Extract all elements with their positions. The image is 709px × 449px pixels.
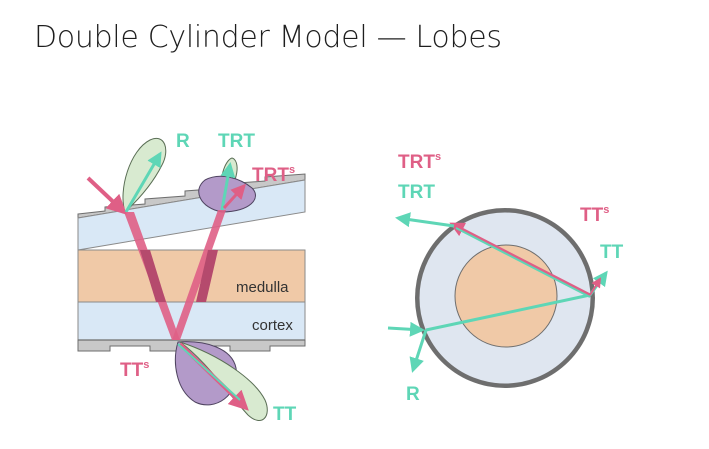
label-trts-left: TRTs [252, 164, 295, 186]
tts-lobe [175, 341, 237, 406]
trt-internal-right [455, 227, 591, 298]
label-trts-left-main: TRT [252, 165, 289, 186]
cortex-label: cortex [252, 317, 293, 334]
hair-cross-section [387, 208, 608, 388]
internal-medulla-up [196, 250, 218, 302]
trt-ray [220, 162, 236, 211]
slide-title: Double Cylinder Model — Lobes [34, 20, 502, 55]
left-rays [86, 151, 249, 411]
trts-ray [222, 183, 247, 210]
cortex-bottom [77, 301, 306, 341]
trt-ray-right [395, 212, 455, 228]
label-r-left: R [176, 131, 190, 152]
internal-medulla-down [140, 250, 166, 302]
label-tts-left: TTs [120, 359, 149, 381]
medulla-label: medulla [236, 279, 289, 296]
label-tts-right-main: TT [580, 205, 604, 226]
tt-ray-teal [177, 343, 241, 401]
internal-path-up [172, 210, 226, 340]
medulla-disc [454, 244, 558, 348]
label-tts-left-sup: s [143, 359, 149, 371]
label-trt-right: TRT [398, 182, 435, 203]
label-trt-left: TRT [218, 131, 255, 152]
label-tt-left: TT [273, 404, 297, 425]
label-r-right: R [406, 384, 420, 405]
refracted-ray-right [425, 293, 591, 332]
tts-ray-right [589, 277, 602, 296]
label-trts-right: TRTs [398, 151, 441, 173]
incident-ray [86, 176, 127, 215]
label-trts-right-sup: s [435, 151, 441, 163]
r-ray-right [409, 329, 428, 373]
label-tts-left-main: TT [120, 360, 144, 381]
trts-internal-right [449, 222, 591, 297]
incident-ray-right [387, 321, 425, 337]
label-tts-right-sup: s [603, 204, 609, 216]
label-tts-right: TTs [580, 204, 609, 226]
r-ray [124, 151, 162, 213]
label-trts-left-sup: s [289, 164, 295, 176]
label-tt-right: TT [600, 242, 624, 263]
label-trts-right-main: TRT [398, 152, 435, 173]
